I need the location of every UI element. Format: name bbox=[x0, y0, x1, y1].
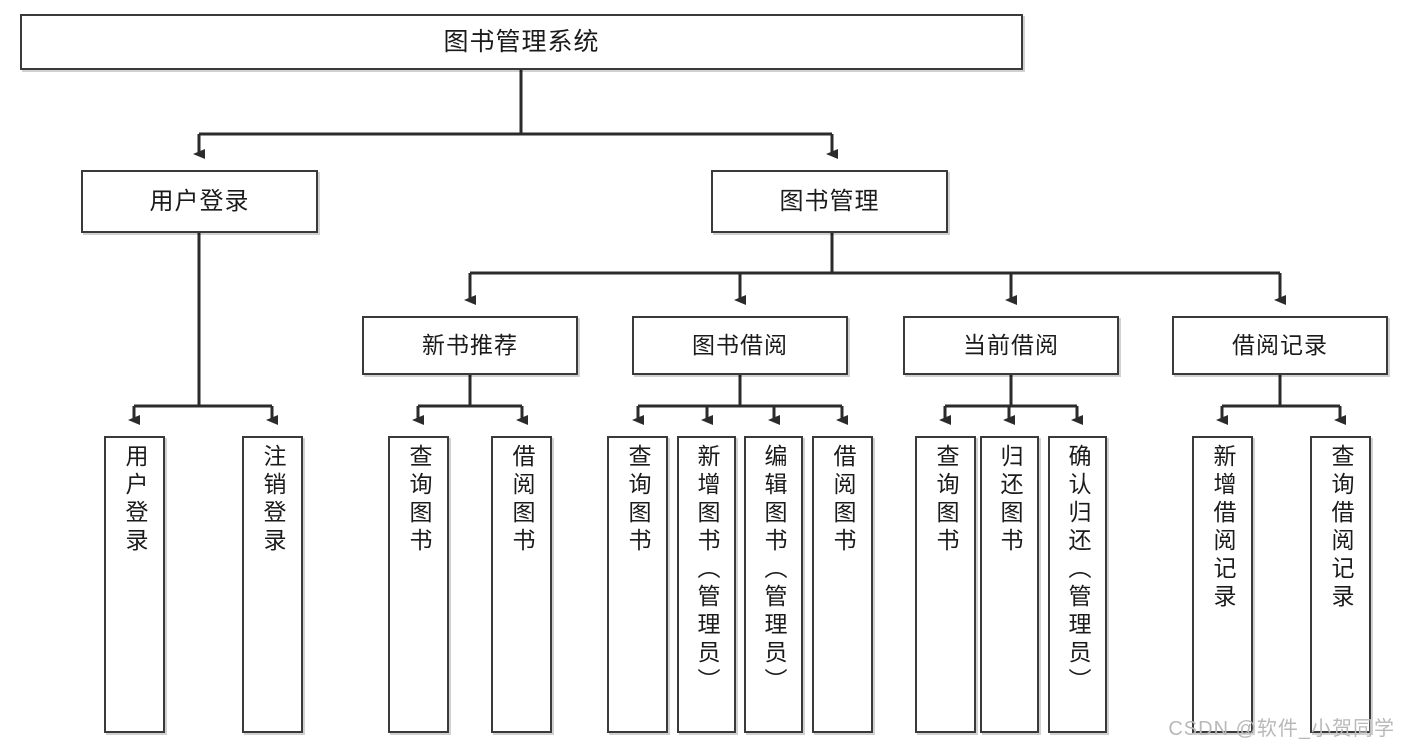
node-leaf-borrow-book-1[interactable]: 借阅图书 bbox=[491, 436, 552, 733]
node-leaf-add-record-label: 新增借阅记录 bbox=[1210, 444, 1236, 612]
node-leaf-borrow-book-2[interactable]: 借阅图书 bbox=[812, 436, 873, 733]
node-borrow-record-label: 借阅记录 bbox=[1232, 332, 1328, 359]
node-leaf-return-book[interactable]: 归还图书 bbox=[980, 436, 1039, 733]
node-current-borrow-label: 当前借阅 bbox=[963, 332, 1059, 359]
node-book-manage[interactable]: 图书管理 bbox=[711, 170, 948, 233]
node-leaf-return-book-label: 归还图书 bbox=[997, 444, 1023, 556]
node-leaf-query-book-1-label: 查询图书 bbox=[406, 444, 432, 556]
node-leaf-edit-book[interactable]: 编辑图书（管理员） bbox=[744, 436, 803, 733]
node-leaf-query-book-2-label: 查询图书 bbox=[625, 444, 651, 556]
node-leaf-add-book-label: 新增图书（管理员） bbox=[694, 444, 720, 696]
node-leaf-add-book[interactable]: 新增图书（管理员） bbox=[677, 436, 736, 733]
node-borrow-record[interactable]: 借阅记录 bbox=[1172, 316, 1388, 375]
node-new-book-rec[interactable]: 新书推荐 bbox=[362, 316, 578, 375]
node-leaf-add-record[interactable]: 新增借阅记录 bbox=[1192, 436, 1253, 733]
node-user-login-label: 用户登录 bbox=[149, 187, 250, 215]
node-root-label: 图书管理系统 bbox=[443, 27, 600, 56]
node-book-manage-label: 图书管理 bbox=[779, 187, 880, 215]
node-leaf-query-book-1[interactable]: 查询图书 bbox=[388, 436, 449, 733]
node-leaf-confirm-return-label: 确认归还（管理员） bbox=[1065, 444, 1091, 696]
node-leaf-logout-label: 注销登录 bbox=[260, 444, 286, 556]
node-user-login[interactable]: 用户登录 bbox=[81, 170, 318, 233]
node-leaf-query-record-label: 查询借阅记录 bbox=[1328, 444, 1354, 612]
node-leaf-user-login[interactable]: 用户登录 bbox=[104, 436, 165, 733]
node-root[interactable]: 图书管理系统 bbox=[20, 14, 1023, 70]
node-leaf-user-login-label: 用户登录 bbox=[122, 444, 148, 556]
node-leaf-query-record[interactable]: 查询借阅记录 bbox=[1310, 436, 1371, 733]
node-new-book-rec-label: 新书推荐 bbox=[422, 332, 518, 359]
csdn-watermark: CSDN @软件_小贺同学 bbox=[1168, 718, 1395, 740]
node-book-borrow-label: 图书借阅 bbox=[692, 332, 788, 359]
node-leaf-borrow-book-1-label: 借阅图书 bbox=[509, 444, 535, 556]
node-leaf-query-book-3-label: 查询图书 bbox=[933, 444, 959, 556]
node-leaf-borrow-book-2-label: 借阅图书 bbox=[830, 444, 856, 556]
node-leaf-edit-book-label: 编辑图书（管理员） bbox=[761, 444, 787, 696]
node-leaf-confirm-return[interactable]: 确认归还（管理员） bbox=[1048, 436, 1107, 733]
node-leaf-query-book-3[interactable]: 查询图书 bbox=[915, 436, 976, 733]
node-leaf-logout[interactable]: 注销登录 bbox=[242, 436, 303, 733]
node-current-borrow[interactable]: 当前借阅 bbox=[903, 316, 1119, 375]
node-book-borrow[interactable]: 图书借阅 bbox=[632, 316, 848, 375]
node-leaf-query-book-2[interactable]: 查询图书 bbox=[607, 436, 668, 733]
